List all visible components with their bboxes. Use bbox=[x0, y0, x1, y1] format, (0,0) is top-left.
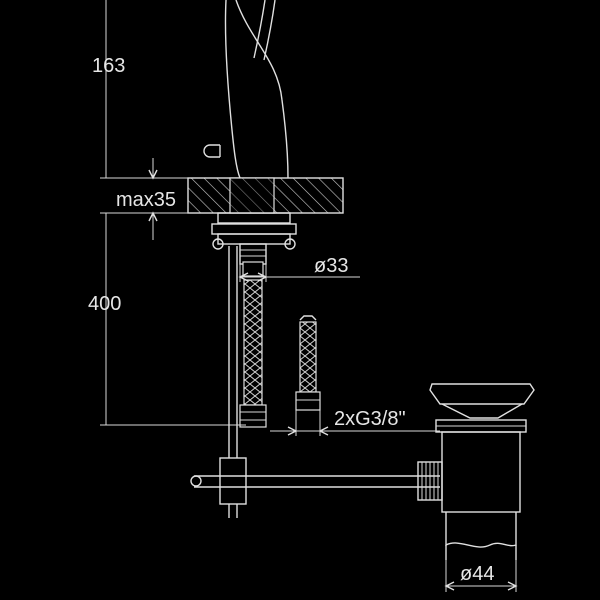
dimension-below-deck: 400 bbox=[88, 213, 246, 426]
countertop-deck bbox=[187, 177, 344, 214]
dimension-label-163: 163 bbox=[92, 55, 125, 77]
dimension-waste-diameter: ø44 bbox=[444, 560, 518, 592]
dimension-spout-height: 163 bbox=[92, 0, 188, 179]
dimension-supply-connection: 2xG3/8" bbox=[270, 408, 440, 436]
dimension-label-400: 400 bbox=[88, 293, 121, 315]
dimension-label-g38: 2xG3/8" bbox=[334, 408, 406, 430]
dimension-label-o44: ø44 bbox=[460, 563, 494, 585]
dimension-deck-thickness: max35 bbox=[100, 158, 188, 240]
dimension-label-max35: max35 bbox=[116, 189, 176, 211]
dimension-shank-diameter: ø33 bbox=[238, 255, 360, 282]
waste-valve bbox=[417, 383, 535, 560]
pull-rod bbox=[228, 246, 238, 458]
dimension-label-o33: ø33 bbox=[314, 255, 348, 277]
waste-linkage bbox=[190, 457, 440, 518]
supply-hose-right bbox=[295, 315, 321, 411]
faucet-body bbox=[203, 0, 289, 179]
supply-hose-left bbox=[239, 261, 267, 428]
fixing-nut bbox=[211, 212, 297, 265]
